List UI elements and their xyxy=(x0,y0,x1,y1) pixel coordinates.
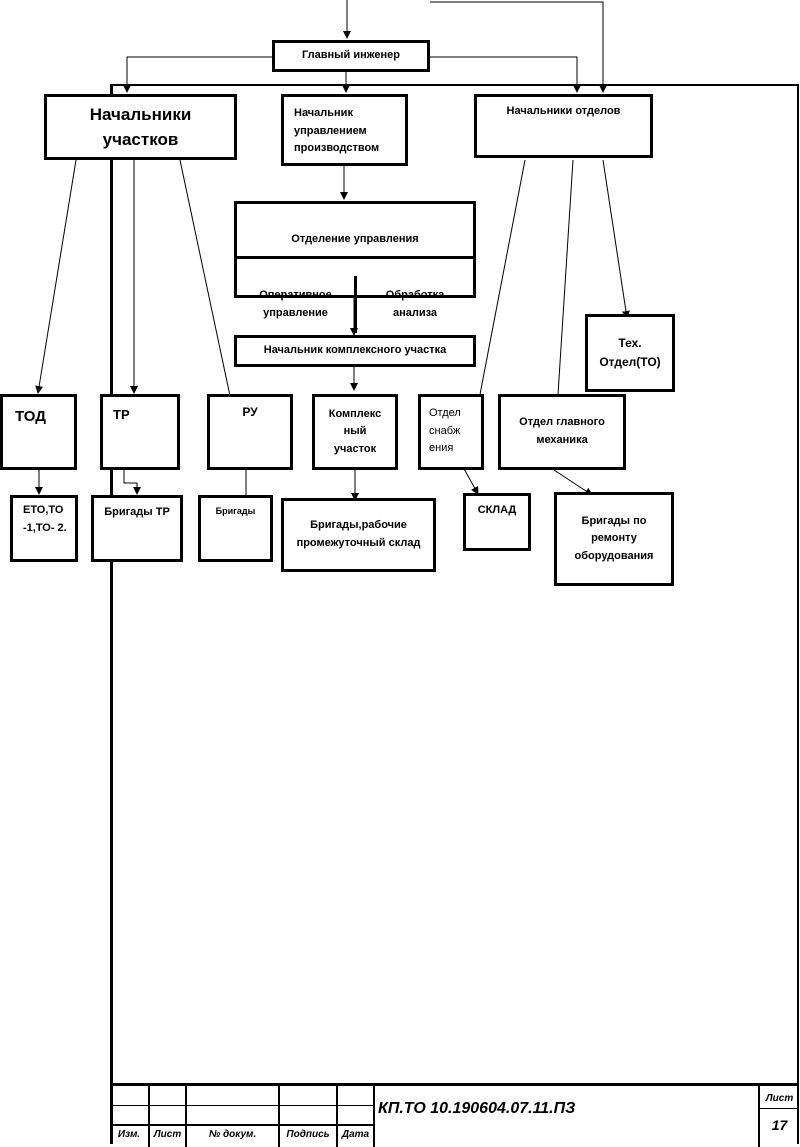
tod-label: ТОД xyxy=(15,408,46,425)
warehouse-label: СКЛАД xyxy=(477,504,517,516)
stamp-col-line-3 xyxy=(278,1086,280,1147)
stamp-sheet-label: Лист xyxy=(765,1093,794,1104)
stamp-sheet-number: 17 xyxy=(771,1117,788,1133)
eto-label: ЕТО,ТО -1,ТО- 2. xyxy=(23,504,67,534)
brigades-warehouse-label: Бригады,рабочие промежуточный склад xyxy=(296,519,421,549)
brigades-warehouse-box: Бригады,рабочие промежуточный склад xyxy=(281,498,436,572)
stamp-signature: Подпись xyxy=(286,1129,330,1140)
brigades-label: Бригады xyxy=(215,506,256,516)
arrow-to-supply xyxy=(474,159,526,411)
tod-box: ТОД xyxy=(0,394,77,470)
stamp-col-line-5 xyxy=(373,1086,375,1147)
complex-head-label: Начальник комплексного участка xyxy=(263,344,447,357)
stamp-row-line-2 xyxy=(110,1124,373,1126)
tech-dept-label: Тех. Отдел(ТО) xyxy=(599,335,661,369)
stamp-col-line-2 xyxy=(185,1086,187,1147)
control-dept-label: Отделение управления xyxy=(237,222,473,259)
arrow-to-mechanic xyxy=(553,159,574,411)
eto-box: ЕТО,ТО -1,ТО- 2. xyxy=(10,495,78,562)
mechanic-dept-box: Отдел главного механика xyxy=(498,394,626,470)
stamp-list: Лист xyxy=(153,1129,182,1140)
dept-heads-box: Начальники отделов xyxy=(474,94,653,158)
stamp-doc-no: № докум. xyxy=(208,1129,257,1140)
control-dept-box: Отделение управления Оперативное управле… xyxy=(234,201,476,334)
chief-engineer-box: Главный инженер xyxy=(272,40,430,72)
mechanic-dept-label: Отдел главного механика xyxy=(519,416,605,446)
arrow-chief-to-dept-heads xyxy=(430,56,581,93)
ru-box: РУ xyxy=(207,394,293,470)
stamp-col-line-1 xyxy=(148,1086,150,1147)
arrow-top-to-dept-heads xyxy=(430,1,607,93)
tr-brigades-label: Бригады ТР xyxy=(104,506,170,518)
stamp-col-line-4 xyxy=(336,1086,338,1147)
stamp-col-line-6 xyxy=(758,1086,760,1147)
tr-label: ТР xyxy=(113,407,130,422)
supply-dept-box: Отдел снабж ения xyxy=(418,394,484,470)
arrow-to-tr-brigades xyxy=(123,470,141,495)
stamp-izm: Изм. xyxy=(117,1129,141,1140)
production-head-box: Начальник управлением производством xyxy=(281,94,408,166)
arrow-to-ru xyxy=(179,159,236,411)
warehouse-box: СКЛАД xyxy=(463,493,531,551)
complex-site-label: Комплекс ный участок xyxy=(328,407,382,455)
arrow-to-tod xyxy=(35,159,77,394)
tr-box: ТР xyxy=(100,394,180,470)
brigades-box: Бригады xyxy=(198,495,273,562)
dept-heads-label: Начальники отделов xyxy=(506,105,621,117)
document-code: КП.ТО 10.190604.07.11.ПЗ xyxy=(378,1100,576,1117)
complex-site-box: Комплекс ный участок xyxy=(312,394,398,470)
operative-control-label: Оперативное управление xyxy=(237,276,357,334)
title-block: Изм. Лист № докум. Подпись Дата Лист 17 xyxy=(110,1083,799,1147)
arrow-to-repair-brigades xyxy=(553,469,593,496)
sheet-frame xyxy=(110,84,799,1144)
analysis-label: Обработка анализа xyxy=(385,289,445,319)
supply-dept-label: Отдел снабж ения xyxy=(429,407,461,455)
tr-brigades-box: Бригады ТР xyxy=(91,495,183,562)
sheet-label-line xyxy=(758,1108,799,1109)
arrow-chief-to-site-heads xyxy=(123,56,272,93)
production-head-label: Начальник управлением производством xyxy=(294,107,380,155)
repair-brigades-label: Бригады по ремонту оборудования xyxy=(574,514,654,562)
stamp-row-line-1 xyxy=(110,1105,373,1106)
chief-engineer-label: Главный инженер xyxy=(301,49,401,62)
repair-brigades-box: Бригады по ремонту оборудования xyxy=(554,492,674,586)
ru-label: РУ xyxy=(242,405,258,419)
tech-dept-box: Тех. Отдел(ТО) xyxy=(585,314,675,392)
site-heads-box: Начальники участков xyxy=(44,94,237,160)
arrow-to-tech-dept xyxy=(602,159,630,319)
stamp-date: Дата xyxy=(341,1129,370,1140)
complex-head-box: Начальник комплексного участка xyxy=(234,335,476,367)
site-heads-label: Начальники участков xyxy=(89,104,192,150)
